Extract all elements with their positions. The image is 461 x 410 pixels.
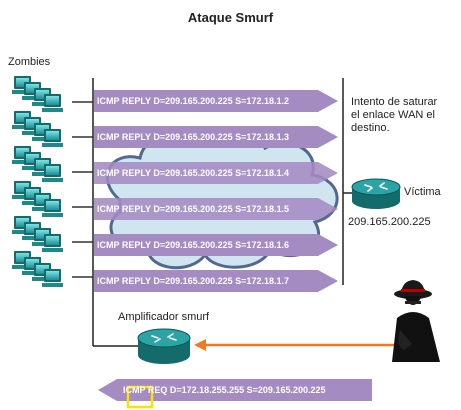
zombie-pc-icon: [42, 164, 63, 182]
note-line-1: Intento de saturar: [351, 96, 438, 108]
reply-packet-label: ICMP REPLY D=209.165.200.225 S=172.18.1.…: [97, 240, 289, 250]
request-label: ICMP REQ D=172.18.255.255 S=209.165.200.…: [123, 385, 326, 395]
note-line-2: el enlace WAN el: [351, 109, 435, 121]
victim-label: Víctima: [404, 186, 441, 198]
zombie-pc-icon: [42, 234, 63, 252]
attack-note: Intento de saturar el enlace WAN el dest…: [351, 96, 456, 135]
highlight-box: [126, 385, 154, 409]
note-line-3: destino.: [351, 122, 390, 134]
diagram-title: Ataque Smurf: [187, 10, 274, 25]
zombie-pc-icon: [42, 129, 63, 147]
victim-router-icon: [351, 178, 401, 209]
reply-packet-label: ICMP REPLY D=209.165.200.225 S=172.18.1.…: [97, 132, 289, 142]
amplifier-router-icon: [137, 328, 191, 364]
amplifier-label: Amplificador smurf: [118, 311, 210, 323]
icmp-reply-packet: [94, 126, 338, 148]
icmp-reply-packet: [94, 270, 338, 292]
icmp-reply-packet: [94, 234, 338, 256]
zombie-links: [72, 101, 93, 278]
zombie-pc-icon: [42, 269, 63, 287]
victim-ip: 209.165.200.225: [348, 216, 431, 228]
zombies-label: Zombies: [8, 56, 51, 68]
reply-packet-label: ICMP REPLY D=209.165.200.225 S=172.18.1.…: [97, 204, 289, 214]
icmp-reply-packet: [94, 90, 338, 112]
icmp-reply-packet: [94, 198, 338, 220]
icmp-reply-packets: [94, 90, 338, 292]
icmp-request-packet: [98, 379, 372, 401]
attacker-icon: [392, 280, 440, 362]
zombie-pc-icon: [42, 94, 63, 112]
reply-packet-label: ICMP REPLY D=209.165.200.225 S=172.18.1.…: [97, 276, 289, 286]
zombie-pc-icon: [42, 199, 63, 217]
reply-packet-label: ICMP REPLY D=209.165.200.225 S=172.18.1.…: [97, 168, 289, 178]
reply-packet-label: ICMP REPLY D=209.165.200.225 S=172.18.1.…: [97, 96, 289, 106]
attack-arrow: [194, 339, 400, 351]
icmp-reply-packet: [94, 162, 338, 184]
zombie-computers: [12, 76, 63, 287]
